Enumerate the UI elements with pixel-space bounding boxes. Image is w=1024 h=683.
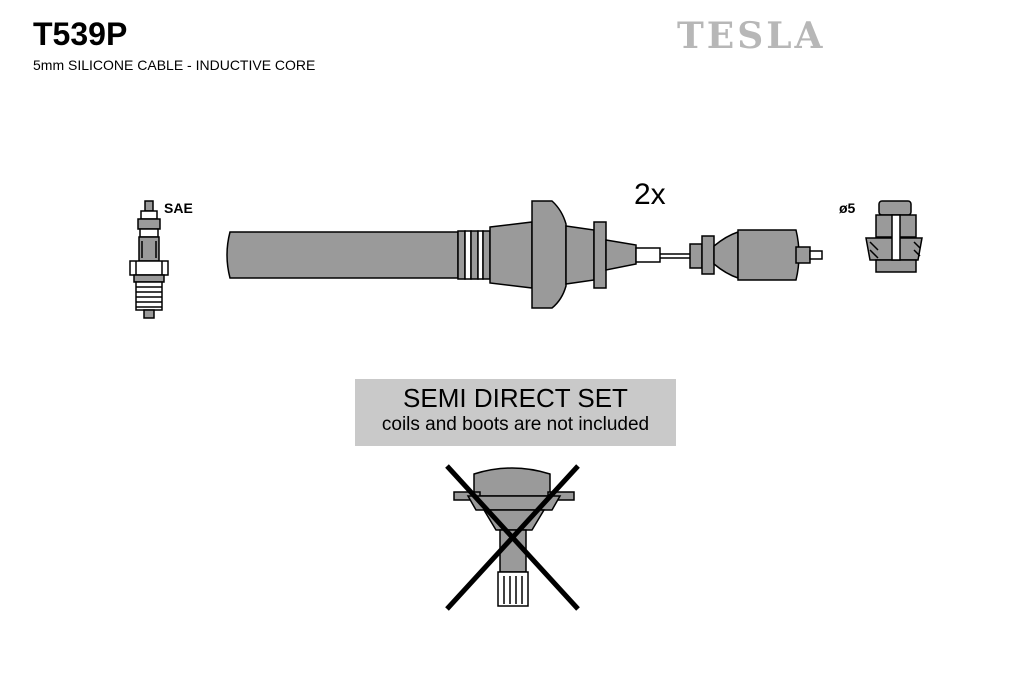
terminal-diameter-label: ø5 (839, 200, 856, 216)
notice-title: SEMI DIRECT SET (403, 383, 628, 413)
semi-direct-notice: SEMI DIRECT SET coils and boots are not … (355, 379, 676, 446)
ignition-cable-icon (226, 200, 823, 309)
spark-plug-icon (129, 200, 169, 319)
part-number: T539P (33, 16, 128, 52)
quantity-label: 2x (634, 178, 666, 211)
notice-subtitle: coils and boots are not included (381, 414, 650, 436)
cable-description: 5mm SILICONE CABLE - INDUCTIVE CORE (33, 57, 316, 73)
crossed-out-mark-icon (445, 464, 580, 611)
terminal-connector-icon (865, 200, 923, 273)
brand-logo: TESLA (677, 15, 826, 57)
plug-standard-label: SAE (164, 200, 193, 216)
